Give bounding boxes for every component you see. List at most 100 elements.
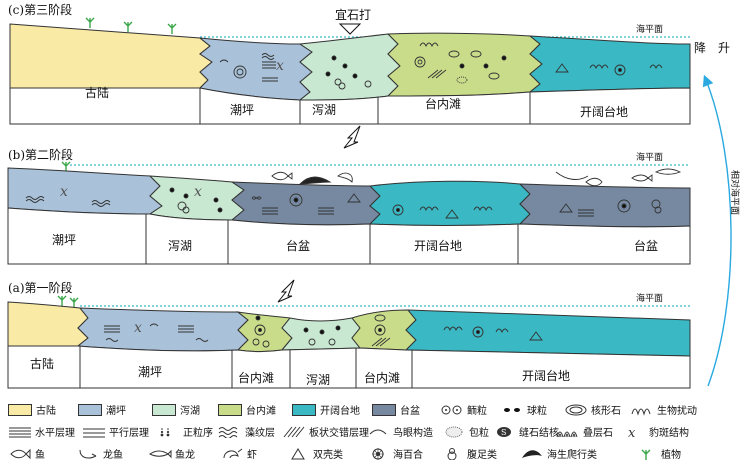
marine-reptile-icon xyxy=(520,448,544,460)
legend-item: 开阔台地 xyxy=(292,402,360,417)
zone-label: 开阔台地 xyxy=(522,368,570,383)
legend-item: 板状交错层理 xyxy=(282,424,369,439)
legend-item: 鱼龙 xyxy=(148,446,195,461)
tidal-flat-band xyxy=(76,307,249,352)
legend-item: 植物 xyxy=(634,446,681,461)
leopard-texture-icon: x xyxy=(622,426,646,438)
zone-label: 古陆 xyxy=(30,356,54,371)
bivalve-icon xyxy=(286,447,310,460)
normal-grading-icon xyxy=(156,426,180,438)
open-platform-band xyxy=(404,309,691,357)
legend-item: 虾 xyxy=(220,446,257,461)
stage-c-symbols: x xyxy=(219,42,663,90)
ichthyosaur-icon xyxy=(148,448,172,460)
legend-item: 双壳类 xyxy=(286,446,343,461)
sea-level-label: 海平面 xyxy=(636,151,663,163)
oncoid-icon xyxy=(564,404,588,416)
sea-level-label: 海平面 xyxy=(636,292,663,304)
legend-item: 水平层理 xyxy=(8,424,75,439)
gastropod-icon xyxy=(440,447,464,460)
zone-label: 台内滩 xyxy=(425,96,461,111)
stage-b-base xyxy=(7,207,691,265)
transition-arrow-icon xyxy=(277,279,295,303)
axis-label: 相对海平面 xyxy=(729,170,741,215)
svg-text:x: x xyxy=(628,426,636,438)
legend-item: 海百合 xyxy=(366,446,423,461)
legend-item: 泻湖 xyxy=(152,402,200,417)
open-platform-band xyxy=(368,180,531,226)
legend: 古陆 潮坪 泻湖 台内滩 开阔台地 台盆 鲕粒 球粒 核形石 生物扰动 水平层理… xyxy=(0,398,748,468)
zone-label: 开阔台地 xyxy=(580,104,628,119)
stage-b: (b)第二阶段 海平面 潮坪 泻湖 台盆 开阔台地 台盆 x x xyxy=(7,147,691,265)
legend-item: 叠层石 xyxy=(556,424,613,439)
svg-text:x: x xyxy=(134,320,142,336)
stromatolite-icon xyxy=(556,426,580,438)
legend-item: 龙鱼 xyxy=(76,446,123,461)
stage-a-title: (a)第一阶段 xyxy=(8,280,73,295)
zone-label: 台内滩 xyxy=(364,370,400,385)
svg-text:S: S xyxy=(501,428,506,437)
legend-item: 球粒 xyxy=(500,402,547,417)
lagoon-band xyxy=(298,33,401,101)
dragon-fish-icon xyxy=(76,448,100,460)
zone-label: 台盆 xyxy=(286,238,310,253)
crinoid-icon xyxy=(366,447,390,460)
marker-label: 宜石打 xyxy=(335,7,371,22)
relative-sea-level-axis: 降 升 相对海平面 xyxy=(694,41,741,387)
legend-item: 平行层理 xyxy=(82,424,149,439)
legend-item: 生物扰动 xyxy=(630,402,697,417)
sea-level-curve xyxy=(702,74,732,387)
legend-item: 海生爬行类 xyxy=(520,446,597,461)
basin-band xyxy=(518,183,691,228)
fish-icon xyxy=(8,448,32,460)
rise-label: 升 xyxy=(718,41,730,55)
plant-icon xyxy=(634,448,658,460)
legend-item: 鸟眼构造 xyxy=(366,424,433,439)
stage-b-title: (b)第二阶段 xyxy=(8,147,73,162)
legend-item: 台内滩 xyxy=(218,402,276,417)
zone-label: 台内滩 xyxy=(238,370,274,385)
stage-c-base xyxy=(9,87,691,125)
stage-a-base xyxy=(7,345,691,389)
legend-item: 腹足类 xyxy=(440,446,497,461)
legend-item: 古陆 xyxy=(8,402,56,417)
ooid-icon xyxy=(440,404,464,416)
parallel-bedding-icon xyxy=(82,426,106,438)
paleoland-band xyxy=(9,23,213,89)
stage-c-title: (c)第三阶段 xyxy=(8,2,72,17)
transition-arrow-icon xyxy=(343,125,361,149)
legend-item: 台盆 xyxy=(372,402,420,417)
open-platform-band xyxy=(528,35,691,93)
bioturbation-icon xyxy=(630,404,654,416)
legend-item: 包粒 xyxy=(442,424,489,439)
legend-item: 正粒序 xyxy=(156,424,213,439)
marker-triangle-icon xyxy=(338,23,362,35)
svg-text:x: x xyxy=(194,184,202,200)
plant-icon xyxy=(85,17,177,34)
basin-band xyxy=(230,181,381,226)
zone-label: 台盆 xyxy=(634,238,658,253)
tidal-flat-band xyxy=(7,167,163,215)
legend-item: 鱼 xyxy=(8,446,45,461)
legend-item: 核形石 xyxy=(564,402,621,417)
fall-label: 降 xyxy=(694,41,706,55)
zone-label: 潮坪 xyxy=(138,364,162,379)
stage-a-symbols: x xyxy=(104,314,543,348)
zone-label: 潮坪 xyxy=(230,102,254,117)
stage-a: (a)第一阶段 海平面 古陆 潮坪 台内滩 泻湖 台内滩 开阔台地 x xyxy=(7,280,691,389)
birdseye-icon xyxy=(366,426,390,438)
stage-b-symbols: x x xyxy=(25,168,682,219)
zone-label: 潮坪 xyxy=(52,232,76,247)
plant-icon xyxy=(61,161,71,172)
zone-label: 开阔台地 xyxy=(414,238,462,253)
legend-item: 潮坪 xyxy=(78,402,126,417)
svg-text:x: x xyxy=(60,184,68,200)
zone-label: 泻湖 xyxy=(306,372,330,387)
pellet-icon xyxy=(500,404,524,416)
algal-lamination-icon xyxy=(218,426,242,438)
horizontal-bedding-icon xyxy=(8,426,32,438)
sea-level-label: 海平面 xyxy=(636,23,663,35)
